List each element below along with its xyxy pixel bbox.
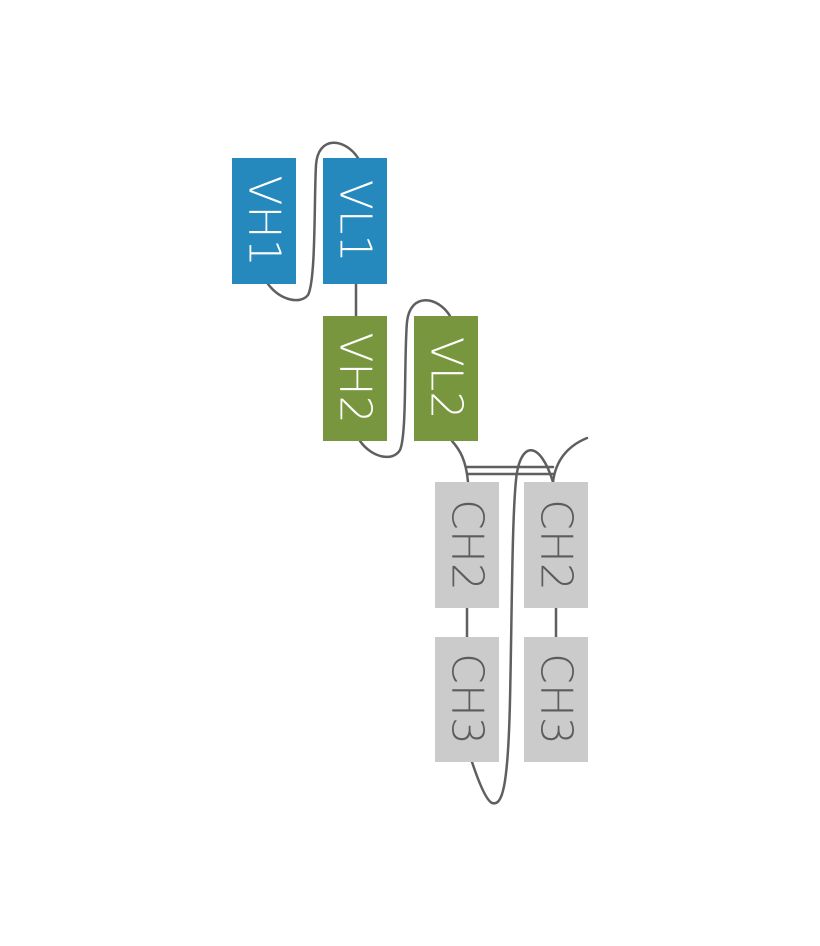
domain-vh1: VH1 (232, 158, 296, 284)
domain-vh1-label: VH1 (239, 175, 290, 266)
domain-ch3-left: CH3 (435, 637, 499, 762)
domain-vl1: VL1 (323, 158, 387, 284)
domain-ch3-right-label: CH3 (531, 653, 582, 745)
domain-ch2-right-box (524, 482, 588, 608)
domain-vh2-box (323, 316, 387, 441)
domain-vh1-box (232, 158, 296, 284)
domain-ch2-left-box (435, 482, 499, 608)
linker-vh1-vl1 (266, 141, 360, 302)
linker-vh2-vl2 (358, 299, 452, 459)
domain-vl1-box (323, 158, 387, 284)
linker-vl2-hinge (450, 439, 470, 484)
domain-vh2-label: VH2 (330, 332, 381, 423)
linker-long-loop (470, 449, 555, 805)
domain-ch3-right: CH3 (524, 637, 588, 762)
domain-ch3-right-box (524, 637, 588, 762)
domain-ch2-right-label: CH2 (531, 499, 582, 591)
domain-ch2-left: CH2 (435, 482, 499, 608)
domain-vl2: VL2 (414, 316, 478, 441)
domain-vl2-box (414, 316, 478, 441)
domain-vh2: VH2 (323, 316, 387, 441)
domain-ch2-left-label: CH2 (442, 499, 493, 591)
domain-ch3-left-label: CH3 (442, 653, 493, 745)
domain-vl1-label: VL1 (330, 180, 381, 263)
linker-right-chain (551, 436, 589, 484)
domain-ch2-right: CH2 (524, 482, 588, 608)
domain-ch3-left-box (435, 637, 499, 762)
linkers (266, 141, 589, 805)
domain-vl2-label: VL2 (421, 337, 472, 420)
